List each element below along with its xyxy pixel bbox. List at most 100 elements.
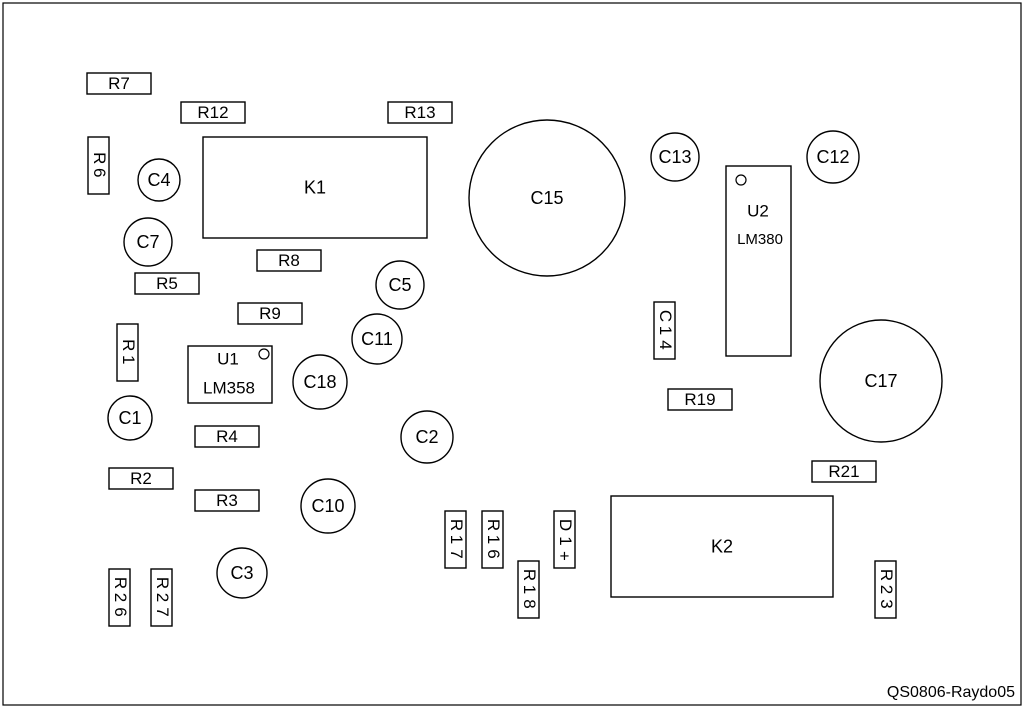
resistor-body [194,489,260,512]
relay-k2: K2 [610,495,834,598]
resistor-label: R9 [259,304,281,323]
resistor-label-char: 6 [111,607,130,616]
resistor-label-char: R [90,152,109,164]
resistor-label-char: 2 [877,585,896,594]
capacitor-body [375,260,425,310]
capacitor-label: C17 [864,371,897,391]
resistor-label-char: 1 [484,535,503,544]
resistor-r18: R18 [517,560,540,619]
resistor-body [481,510,504,569]
diode-body [553,510,576,569]
pin1-marker [258,348,270,360]
relay-k1: K1 [202,136,428,239]
resistor-body [134,272,200,295]
resistor-r21: R21 [811,460,877,483]
capacitor-label-char: 4 [656,340,675,349]
capacitor-label-char: C [656,310,675,322]
resistor-r26: R26 [108,568,131,627]
resistor-label-char: 2 [111,593,130,602]
capacitor-body [216,547,268,599]
ic-part-number: LM380 [737,231,783,248]
capacitor-body [123,217,173,267]
resistor-body [150,568,173,627]
resistor-body [444,510,467,569]
resistor-label-char: 6 [484,549,503,558]
resistor-r16: R16 [481,510,504,569]
resistor-label: R21 [828,462,859,481]
resistor-body [108,467,174,490]
resistor-body [874,560,897,619]
resistor-body [667,388,733,411]
relay-label: K2 [711,536,733,556]
capacitor-c14: C14 [653,301,676,360]
diode-polarity-mark: + [560,546,570,565]
resistor-r2: R2 [108,467,174,490]
resistor-body [87,136,110,195]
resistor-label-char: 2 [153,593,172,602]
pin1-marker [735,174,747,186]
resistor-label-char: R [119,339,138,351]
resistor-label: R19 [684,390,715,409]
ic-body [187,345,273,404]
capacitor-label: C1 [118,408,141,428]
capacitor-label: C5 [388,275,411,295]
resistor-label-char: 7 [447,549,466,558]
resistor-body [180,101,246,124]
resistor-label: R5 [156,274,178,293]
resistor-r23: R 2 3 [874,560,897,619]
capacitor-label: C10 [311,496,344,516]
capacitor-body [292,354,348,410]
resistor-body [811,460,877,483]
resistor-body [116,323,139,382]
capacitor-c1: C1 [107,395,153,441]
capacitor-c11: C11 [351,313,403,365]
resistor-r9: R9 [237,302,303,325]
capacitor-label: C13 [658,147,691,167]
diode-label-char: D [556,519,575,531]
capacitor-c3: C3 [216,547,268,599]
capacitor-body [468,119,626,277]
capacitor-label: C15 [530,188,563,208]
capacitor-c10: C10 [300,478,356,534]
capacitor-body [819,319,943,443]
resistor-label-char: R [520,569,539,581]
resistor-label-char: 1 [119,355,138,364]
resistor-label-char: R [877,569,896,581]
capacitor-c18: C18 [292,354,348,410]
resistor-label-char: 6 [90,168,109,177]
resistor-label: R4 [216,427,238,446]
capacitor-body [653,301,676,360]
resistor-label-char: 3 [877,599,896,608]
capacitor-label: C2 [415,427,438,447]
capacitor-body [400,410,454,464]
resistor-label: R12 [197,103,228,122]
capacitor-c4: C4 [137,158,181,202]
resistor-r12: R12 [180,101,246,124]
capacitor-c7: C7 [123,217,173,267]
resistor-r13: R13 [387,101,453,124]
resistor-body [517,560,540,619]
resistor-r3: R3 [194,489,260,512]
capacitor-label: C12 [816,147,849,167]
ic-label: U1 [217,349,239,368]
capacitor-c2: C2 [400,410,454,464]
capacitor-c12: C12 [806,130,860,184]
resistor-label: R7 [108,74,130,93]
resistor-r17: R17 [444,510,467,569]
capacitor-body [107,395,153,441]
resistor-label-char: R [153,577,172,589]
resistor-r1: R1 [116,323,139,382]
resistor-label-char: R [447,519,466,531]
resistor-label-char: 8 [520,599,539,608]
capacitor-c13: C13 [650,132,700,182]
capacitor-label: C3 [230,563,253,583]
capacitor-body [806,130,860,184]
resistor-r19: R19 [667,388,733,411]
diode-d1: D1+ [553,510,576,569]
resistor-body [108,568,131,627]
capacitor-body [137,158,181,202]
